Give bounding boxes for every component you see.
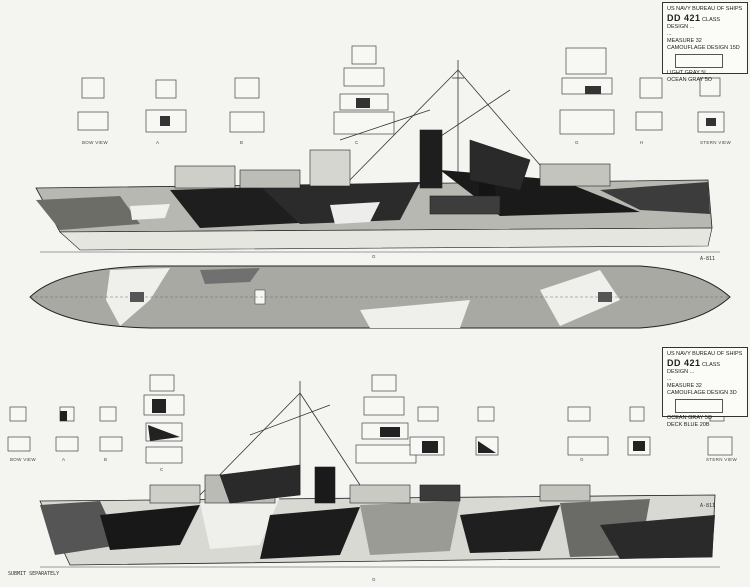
view-label-stern: STERN VIEW	[700, 140, 732, 145]
approval-stamp	[675, 53, 723, 68]
tb-class-suffix: CLASS	[702, 16, 721, 23]
forward-funnel	[419, 129, 443, 189]
tb-class-code: DD 421	[667, 12, 701, 23]
tb-line3: DESIGN ...	[667, 24, 695, 31]
view-label-a: A	[156, 140, 160, 145]
view-label-h: H	[640, 140, 644, 145]
funnel-2	[314, 466, 336, 504]
tb-ocean-gray: OCEAN GRAY 5O	[667, 76, 713, 83]
superstructure-starboard	[149, 464, 591, 504]
view-label-g: G	[575, 140, 579, 145]
footer-left-note: SUBMIT SEPARATELY	[8, 571, 60, 577]
superstructure-port	[174, 129, 611, 215]
camouflage-sheet-starboard: US NAVY BUREAU OF SHIPS DD 421 CLASS DES…	[0, 345, 750, 587]
tb-measure: MEASURE 32	[667, 37, 702, 44]
approval-stamp-2	[675, 398, 723, 413]
tb2-ocean-gray: OCEAN GRAY 5O	[667, 414, 713, 421]
hull-profile-starboard	[39, 494, 716, 566]
view2-label-b: B	[104, 457, 108, 462]
title-block-port: US NAVY BUREAU OF SHIPS DD 421 CLASS DES…	[662, 2, 748, 83]
tb-agency: US NAVY BUREAU OF SHIPS	[667, 6, 743, 12]
elevation-view-patches-2	[60, 399, 645, 453]
deck-plan-view	[29, 265, 731, 329]
view2-label-bow: BOW VIEW	[10, 457, 36, 462]
tb2-deck-blue: DECK BLUE 20B	[667, 421, 710, 428]
view2-label-g: G	[580, 457, 584, 462]
elevation-view-patches	[160, 86, 716, 126]
tb2-agency: US NAVY BUREAU OF SHIPS	[667, 351, 743, 357]
plan-code-2: A-811	[700, 503, 716, 509]
tb2-class-code: DD 421	[667, 357, 701, 368]
centerline-label-1: G	[372, 254, 376, 259]
hull-profile-port	[35, 170, 713, 251]
tb2-line3: DESIGN ...	[667, 369, 695, 376]
elevation-views-row-1	[77, 45, 725, 135]
centerline-label-2: G	[372, 577, 376, 582]
tb2-design: CAMOUFLAGE DESIGN 3D	[667, 389, 737, 396]
elevation-view	[81, 77, 105, 99]
view-label-c: C	[355, 140, 359, 145]
view2-label-c: C	[160, 467, 164, 472]
tb2-line4: ...	[667, 376, 672, 382]
view-label-bow: BOW VIEW	[82, 140, 108, 145]
tb2-class-suffix: CLASS	[702, 361, 721, 368]
view2-label-stern: STERN VIEW	[706, 457, 738, 462]
title-block-starboard: US NAVY BUREAU OF SHIPS DD 421 CLASS DES…	[662, 347, 748, 428]
tb2-measure: MEASURE 32	[667, 382, 702, 389]
ship-drawing-port	[29, 45, 731, 329]
plan-code-1: A-811	[700, 256, 716, 262]
tb-light-gray: LIGHT GRAY 5L	[667, 69, 708, 76]
tb-design: CAMOUFLAGE DESIGN 15D	[667, 44, 740, 51]
tb-line4: ...	[667, 31, 672, 37]
camouflage-sheet-port: US NAVY BUREAU OF SHIPS DD 421 CLASS DES…	[29, 2, 748, 329]
ship-drawing-starboard	[7, 374, 733, 568]
view2-label-a: A	[62, 457, 66, 462]
elevation-views-row-2	[7, 374, 733, 464]
view-label-b: B	[240, 140, 244, 145]
